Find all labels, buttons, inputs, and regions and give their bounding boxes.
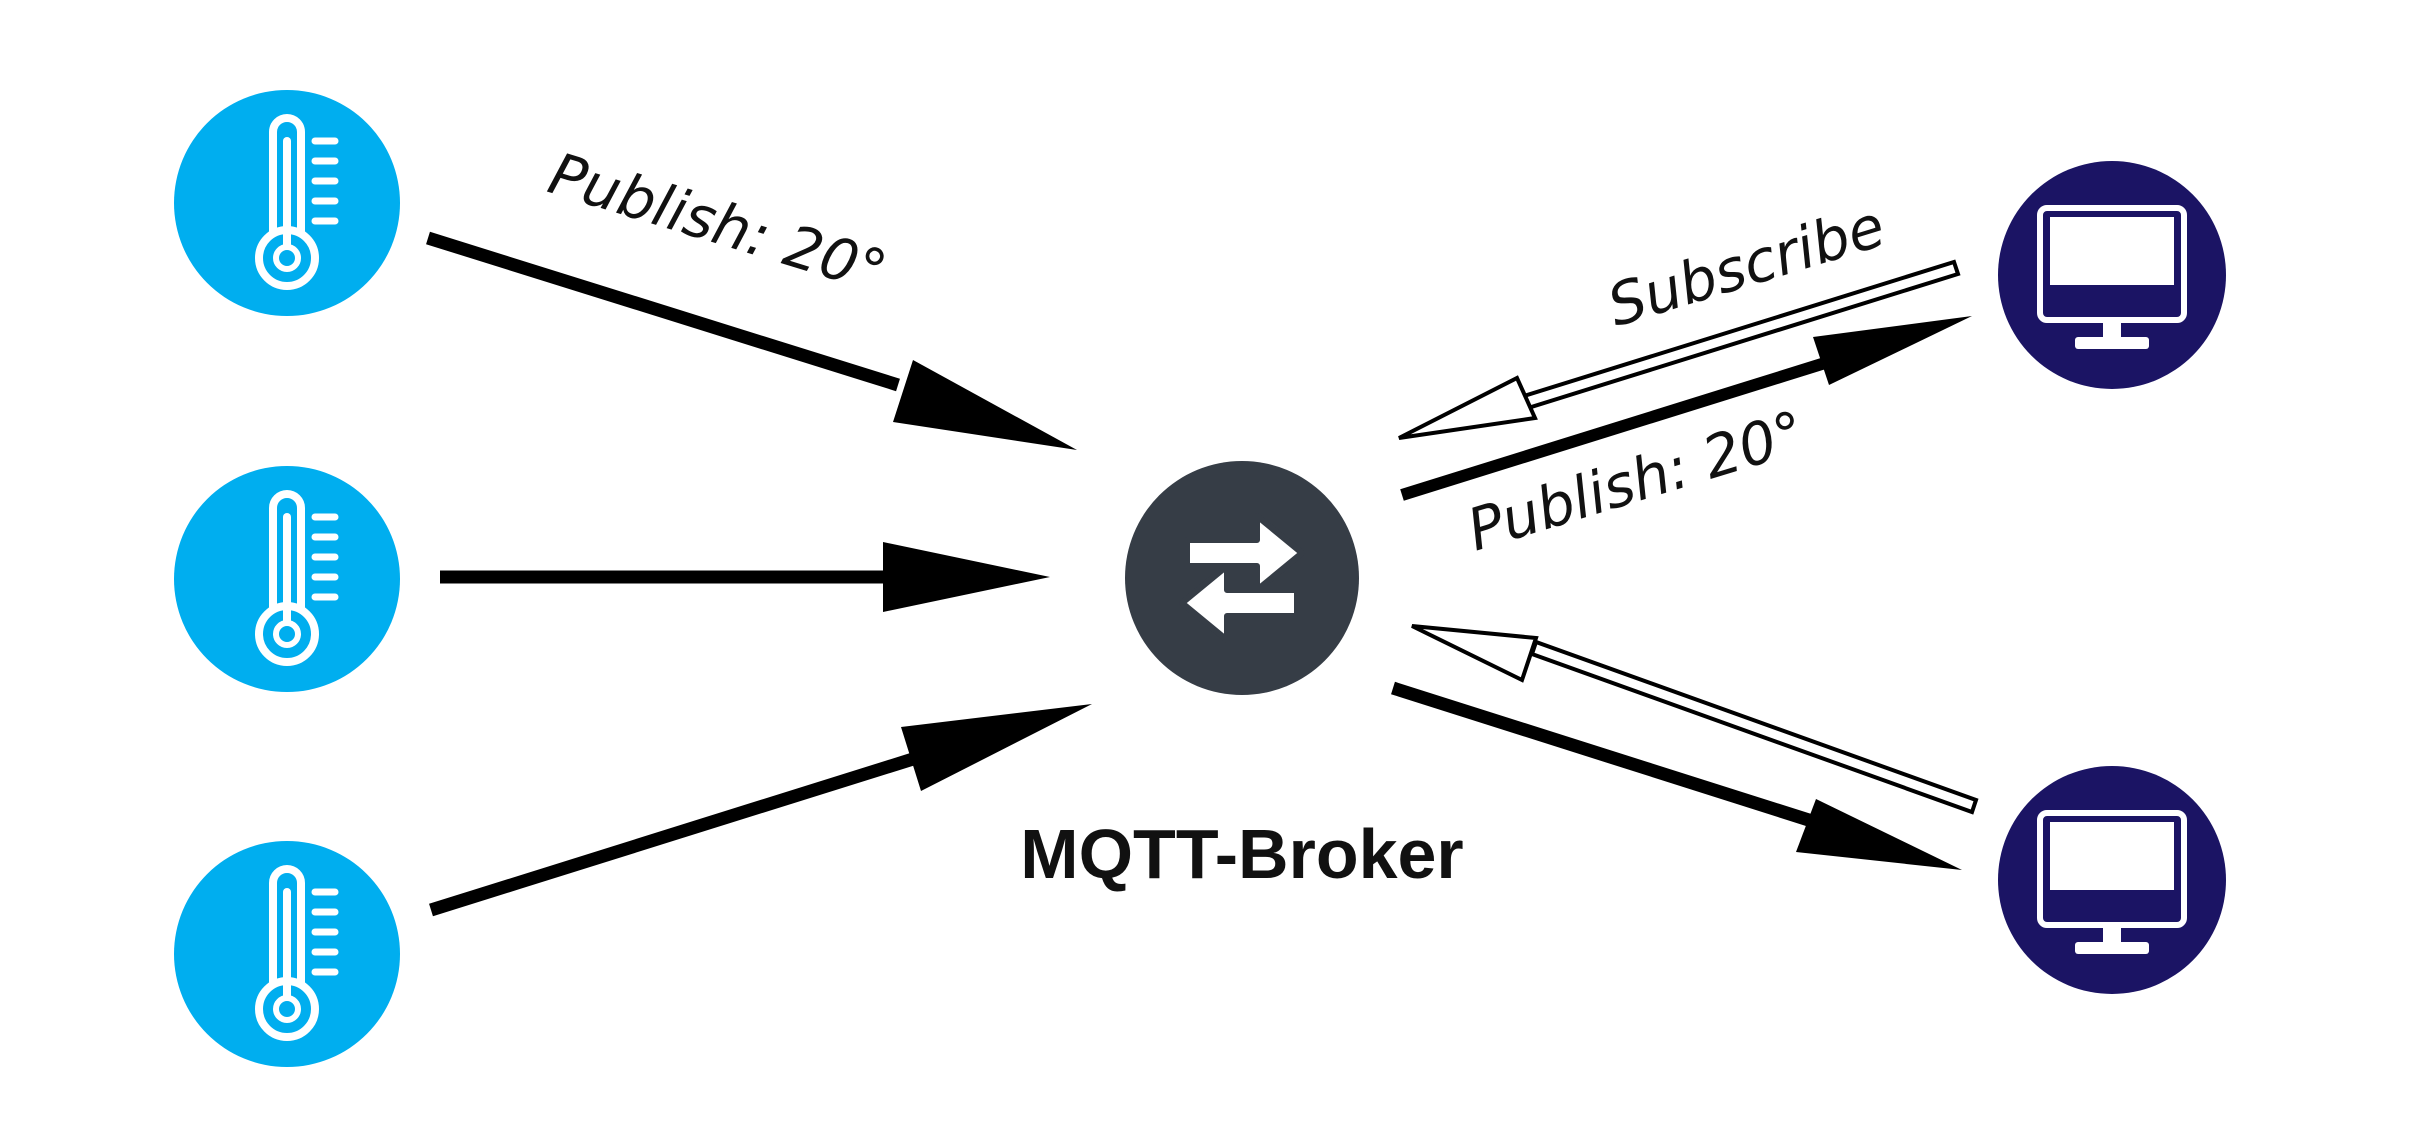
arrow-client2-subscribe	[1411, 624, 1979, 815]
arrow-sensor2-to-broker	[440, 542, 1050, 612]
client-node-2	[1998, 766, 2226, 994]
exchange-arrows-icon	[1179, 513, 1305, 643]
sensor-node-1	[174, 90, 400, 316]
client-node-1	[1998, 161, 2226, 389]
broker-node	[1125, 461, 1359, 695]
label-subscribe: Subscribe	[1600, 192, 1892, 340]
sensor-node-2	[174, 466, 400, 692]
label-publish-top: Publish: 20°	[541, 139, 894, 306]
arrow-sensor1-to-broker	[426, 231, 1077, 450]
arrow-broker-to-client2	[1391, 681, 1962, 870]
sensor-node-3	[174, 841, 400, 1067]
arrow-sensor3-to-broker	[429, 704, 1092, 917]
broker-label: MQTT-Broker	[1020, 815, 1463, 893]
arrow-broker-to-client1	[1400, 316, 1972, 501]
arrow-client1-subscribe	[1398, 259, 1961, 440]
